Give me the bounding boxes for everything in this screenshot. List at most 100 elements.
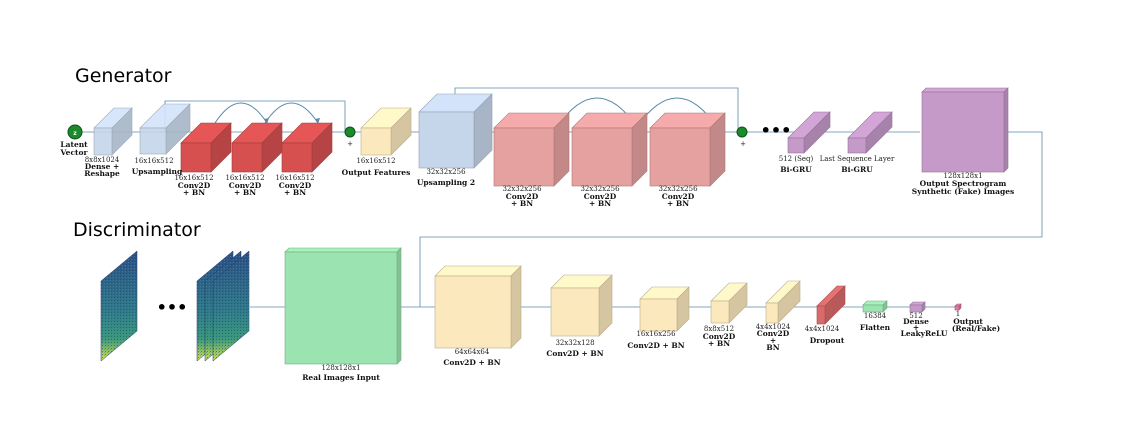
conv-block-3-front [281,142,313,173]
discriminator-title: Discriminator [73,219,201,241]
conv-block-1-dim: 16x16x512 [174,174,213,182]
dropout-dim: 4x4x1024 [805,325,840,333]
generator-ellipsis: ••• [761,121,792,140]
sum-plus-1: + [347,140,353,148]
upsampling2-dim: 32x32x256 [426,168,466,176]
real-images-input-block-front [284,251,398,365]
flatten-label: Flatten [860,323,891,332]
conv-big-block-2-dim: 32x32x256 [580,185,620,193]
output-spectrogram-block-top [921,87,1009,93]
latent-label-2: Vector [60,148,89,157]
output-features-block [360,107,412,156]
conv-block-2-label-1: Conv2D [229,181,262,190]
disc-conv-block-1-dim: 64x64x64 [455,348,490,356]
disc-dense-block [909,301,926,313]
disc-conv-block-1-side [510,265,522,349]
conv-big-block-1-label-2: + BN [511,199,533,208]
disc-output-label-1: Output [953,317,983,326]
disc-conv-block-2-dim: 32x32x128 [555,339,594,347]
upsampling2-block [418,93,493,169]
upsampling2-label: Upsampling 2 [417,178,475,187]
output-spec-dim: 128x128x1 [943,172,982,180]
disc-conv-block-4-dim: 8x8x512 [704,325,734,333]
conv-big-block-1 [493,112,570,187]
disc-output-label-2: (Real/Fake) [952,324,1000,333]
disc-conv-block-4 [710,282,748,324]
skip-arc-2-arrowhead [315,118,320,124]
real-input-dim: 128x128x1 [321,364,360,372]
disc-conv-block-2-label-1: Conv2D + BN [546,349,603,358]
dense-reshape-block [93,107,133,156]
bi-gru-1-label: Bi-GRU [780,165,812,174]
disc-conv-block-4-label-1: Conv2D [703,332,736,341]
bi-gru-1-dim: 512 (Seq) [779,155,814,163]
skip-arc-1 [214,102,268,124]
disc-conv-block-3-front [639,298,678,332]
latent-label-1: Latent [60,140,88,149]
conv-big-block-3-dim: 32x32x256 [658,185,698,193]
disc-conv-block-1-label-1: Conv2D + BN [443,358,500,367]
conv-big-block-2-front [571,127,633,187]
output-spec-label-1: Output Spectrogram [920,179,1007,188]
disc-ellipsis: ••• [157,298,188,317]
disc-dense-label-3: LeakyReLU [901,329,948,338]
conv-big-block-3-label-2: + BN [667,199,689,208]
output-features-dim: 16x16x512 [356,157,395,165]
real-input-label: Real Images Input [302,373,380,382]
bi-gru-2-label: Bi-GRU [841,165,873,174]
upsampling-label: Upsampling [132,167,183,176]
conv-block-3-label-2: + BN [284,188,306,197]
skip-arc-2 [264,102,319,124]
conv-big-block-1-front [493,127,555,187]
conv-block-1-front [180,142,212,173]
flatten-block [862,300,888,313]
upsampling-dim: 16x16x512 [134,157,173,165]
bi-gru-block-1-front [787,137,805,154]
disc-conv-block-2-front [550,287,600,337]
real-spectrogram-1 [100,250,138,362]
disc-dense-label-1: Dense [903,317,929,326]
sum-node-2 [736,126,748,138]
disc-conv-block-5-label-2: + [770,336,776,345]
real-spectrogram-4-texture [213,251,249,361]
sum-plus-2: + [740,140,746,148]
output-features-label: Output Features [342,168,411,177]
bi-gru-block-2 [847,111,893,154]
bi-gru-2-dim: Last Sequence Layer [820,155,895,163]
output-spectrogram-block-side [1003,87,1009,173]
output-features-block-front [360,127,392,156]
disc-conv-block-5-label-3: BN [766,343,779,352]
dense-dim: 8x8x1024 [85,156,120,164]
conv-block-2-label-2: + BN [234,188,256,197]
disc-conv-block-4-label-2: + BN [708,339,730,348]
disc-dense-label-2: + [913,323,919,332]
upsampling-block [139,103,191,155]
output-spectrogram-block-front [921,91,1005,173]
bi-gru-block-2-front [847,137,867,154]
conv-block-3 [281,122,333,173]
dropout-block [816,285,846,325]
conv-block-2 [231,122,283,173]
real-images-input-block-side [396,247,402,365]
dense-reshape-block-front [93,127,113,156]
gen-to-disc-line [419,131,1043,307]
latent-vector-node [67,124,83,140]
disc-conv-block-1 [434,265,522,349]
conv-big-block-2-label-2: + BN [589,199,611,208]
disc-output-block-front [954,305,960,311]
conv-block-2-front [231,142,263,173]
upsampling-block-front [139,127,167,155]
disc-conv-block-1-top [434,265,522,277]
conv-big-block-3 [649,112,726,187]
sum-node-1 [344,126,356,138]
conv-big-block-2 [571,112,648,187]
conv-block-1 [180,122,232,173]
latent-symbol: z [73,130,77,137]
conv-big-block-1-label-1: Conv2D [506,192,539,201]
output-spectrogram-block [921,87,1009,173]
disc-conv-block-3-label-1: Conv2D + BN [627,341,684,350]
dense-label-1: Dense + [85,162,120,171]
dropout-block-front [816,305,826,325]
